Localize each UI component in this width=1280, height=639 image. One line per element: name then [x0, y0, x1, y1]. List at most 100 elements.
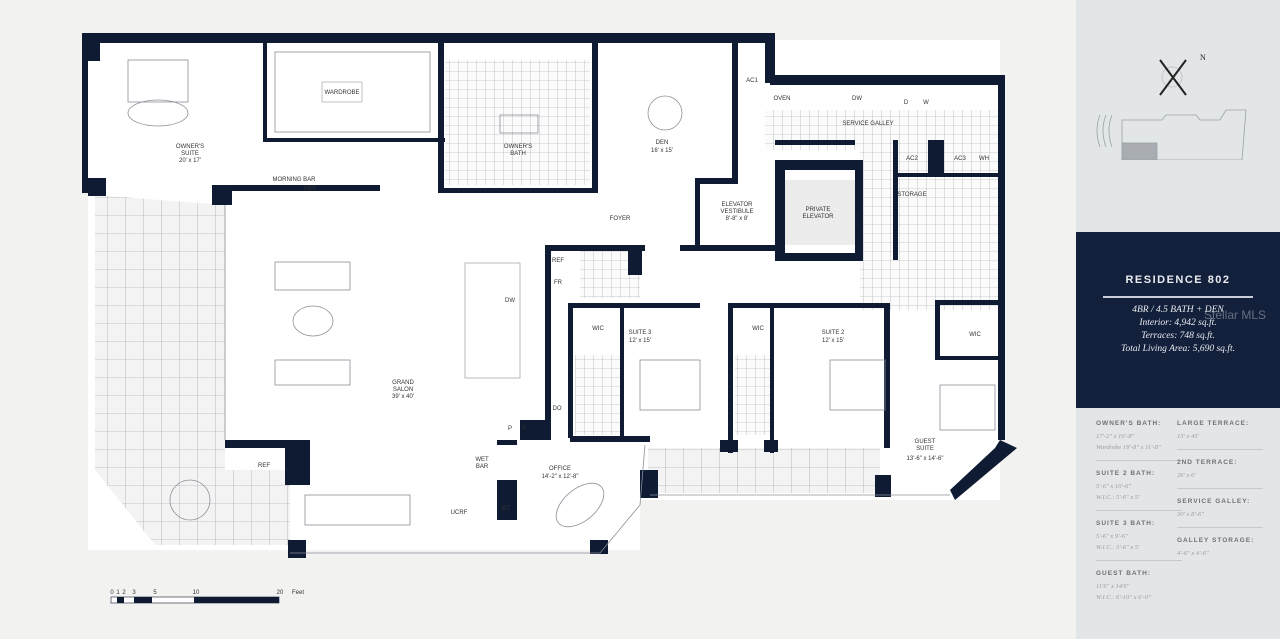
wardrobe-inner — [274, 51, 431, 133]
wall-pier-b — [764, 440, 778, 452]
suite2-wic-label: WIC — [752, 326, 764, 332]
wardrobe-label: WARDROBE — [324, 90, 359, 96]
ac2-label: AC2 — [906, 156, 918, 162]
wall-bath-left — [438, 43, 444, 193]
spec-value: 30' x 8'-6" — [1177, 511, 1204, 518]
kitchen-dw-label: DW — [505, 298, 515, 304]
morning-bar-label: MORNING BAR — [272, 177, 316, 183]
salon-table — [292, 305, 334, 337]
wall-top-left — [82, 33, 775, 43]
spec-heading: 2ND TERRACE: — [1177, 459, 1238, 466]
beds-baths: 4BR / 4.5 BATH + DEN — [1132, 305, 1224, 315]
owners-bath-label-2: BATH — [510, 151, 526, 157]
wall-suite2-bath — [770, 303, 774, 453]
spec-heading: SUITE 3 BATH: — [1096, 520, 1156, 527]
wh-label: WH — [979, 156, 989, 162]
morning-bar-ref: REF — [304, 186, 316, 192]
spec-galley-storage: GALLEY STORAGE:4'-6" x 4'-6" — [1177, 537, 1263, 566]
wall-vestibule-bottom — [680, 245, 775, 251]
wet-bar-label: WET — [475, 457, 489, 463]
suite3-label: SUITE 3 — [629, 330, 652, 336]
spec-value: 11'6" x 14'6" — [1096, 583, 1130, 590]
spec-value: W.I.C.: 5'-6" x 5' — [1096, 494, 1140, 501]
spec-value: W.I.C.: 6'-10" x 6'-0" — [1096, 594, 1151, 601]
wall-kitchen-col — [545, 245, 551, 440]
owners-suite-size: 20' x 17' — [179, 158, 201, 164]
wall-suite-divider — [728, 303, 733, 453]
spec-large-terrace: LARGE TERRACE:15' x 45' — [1177, 420, 1263, 450]
spec-value: 4'-6" x 4'-6" — [1177, 550, 1209, 557]
wall-bath-bottom — [444, 188, 598, 193]
wall-pier-a — [720, 440, 738, 452]
second-terrace — [648, 448, 880, 493]
owners-suite-label-2: SUITE — [181, 151, 199, 157]
terraces-area: Terraces: 748 sq.ft. — [1141, 331, 1215, 341]
spec-value: Wardrobe 19'-8" x 11'-8" — [1096, 444, 1161, 451]
private-elevator-label-2: ELEVATOR — [802, 214, 834, 220]
elevator-vestibule-size: 8'-8" x 8' — [726, 216, 749, 222]
residence-title: RESIDENCE 802 — [1125, 274, 1231, 286]
grand-salon-label-2: SALON — [393, 387, 413, 393]
wall-wardrobe-left — [263, 43, 267, 142]
residence-panel: RESIDENCE 802 4BR / 4.5 BATH + DEN Inter… — [1076, 232, 1280, 408]
wall-suites-top2 — [728, 303, 888, 308]
oven-label: OVEN — [773, 96, 790, 102]
large-terrace — [95, 195, 225, 545]
spec-guest-bath: GUEST BATH: 11'6" x 14'6" W.I.C.: 6'-10" x… — [1096, 570, 1182, 610]
specs-left-column: OWNER'S BATH:17'-2" x 16'-8"Wardrobe 19'… — [1096, 420, 1182, 619]
suite3-size: 12' x 15' — [629, 338, 651, 344]
guest-suite-label-2: SUITE — [916, 446, 934, 452]
kitchen-ref-label: REF — [552, 258, 564, 264]
private-elevator-floor — [785, 180, 855, 245]
wall-den-right — [732, 43, 738, 183]
wall-ac-bottom — [893, 173, 1000, 177]
terrace-kitchen-tiles — [225, 470, 290, 545]
wall-elevator-left — [775, 160, 785, 260]
wall-left — [82, 33, 88, 193]
wall-powder-right — [628, 245, 642, 275]
compass-icon: N — [1159, 53, 1206, 96]
scale-tick-5: 5 — [153, 590, 157, 596]
grand-salon-label: GRAND — [392, 380, 414, 386]
watermark: Stellar MLS — [1204, 308, 1267, 322]
wall-vestibule-left — [695, 178, 700, 248]
den-table — [647, 95, 683, 131]
walls — [82, 33, 1017, 558]
interior-area: Interior: 4,942 sq.ft. — [1139, 318, 1217, 328]
wall-elevator-top — [775, 160, 860, 170]
scale-tick-10: 10 — [193, 590, 200, 596]
suite2-label: SUITE 2 — [822, 330, 845, 336]
pantry-2-label: P — [522, 426, 526, 432]
wardrobe-box — [321, 81, 363, 103]
foyer-label: FOYER — [610, 216, 631, 222]
suite2-bed — [829, 359, 886, 411]
north-label: N — [1200, 53, 1206, 62]
wall-wetbar — [497, 440, 517, 445]
spec-value: W.I.C.: 5'-6" x 5' — [1096, 544, 1140, 551]
spec-suite2-bath: SUITE 2 BATH:5'-6" x 10'-6"W.I.C.: 5'-6"… — [1096, 470, 1182, 511]
scale-tick-3: 3 — [132, 590, 136, 596]
wall-galley-mid — [775, 140, 855, 145]
guest-bed — [939, 384, 996, 431]
den-label: DEN — [656, 140, 669, 146]
scale-bar: 0 1 2 3 5 10 20 Feet — [110, 590, 304, 604]
wall-guest-wic3 — [935, 356, 1000, 360]
scale-tick-20: 20 — [277, 590, 284, 596]
wall-guest-diagonal — [950, 440, 1017, 500]
room-labels: OWNER'S SUITE 20' x 17' WARDROBE OWNER'S… — [176, 78, 989, 516]
compass-and-keyplan: N — [1096, 53, 1247, 161]
wall-galley-top — [770, 75, 1005, 85]
spec-heading: GUEST BATH: — [1096, 570, 1151, 577]
wall-suites-top — [570, 303, 700, 308]
wall-morning-bar — [212, 185, 380, 191]
ucrf-label: UCRF — [451, 510, 468, 516]
wall-pier-c — [640, 470, 658, 498]
suite2-size: 12' x 15' — [822, 338, 844, 344]
guest-suite-label: GUEST — [915, 439, 936, 445]
spec-value: 5'-6" x 9'-6" — [1096, 533, 1128, 540]
suite3-wic-label: WIC — [592, 326, 604, 332]
galley-dw-label: DW — [852, 96, 862, 102]
suite3-bath-tiles — [575, 355, 620, 435]
wall-pantry — [520, 420, 550, 440]
scale-tick-2: 2 — [122, 590, 126, 596]
